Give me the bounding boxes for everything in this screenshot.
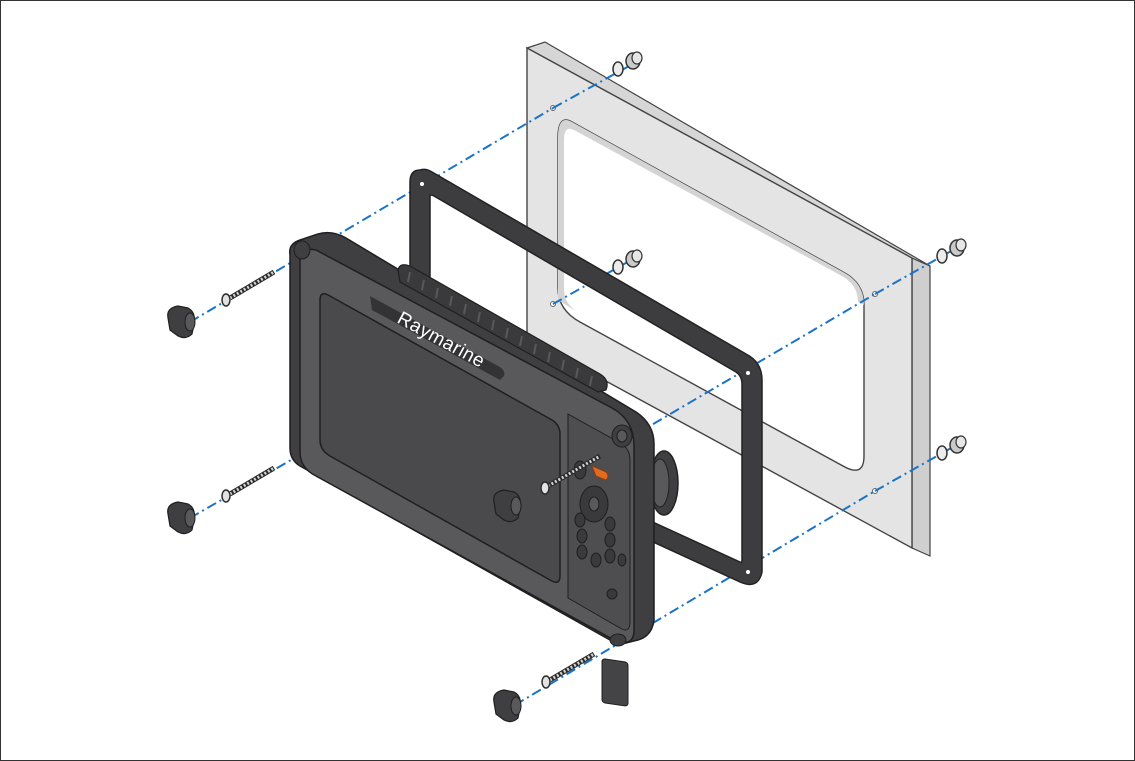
cap-bottom xyxy=(493,689,522,723)
gasket-hole xyxy=(746,570,750,574)
display-unit: Raymarine xyxy=(288,231,679,707)
gasket-hole xyxy=(746,371,750,375)
rotary-knob-icon xyxy=(649,450,679,516)
screw-caps xyxy=(167,305,522,723)
power-button-icon xyxy=(606,588,618,600)
screw-center xyxy=(540,453,602,495)
screw-bottom-left xyxy=(221,465,276,503)
guide-line-nut-top xyxy=(552,59,641,109)
orange-accent-icon xyxy=(591,465,609,481)
keypad-button xyxy=(604,532,616,548)
keypad-buttons xyxy=(573,460,629,707)
nut-top xyxy=(612,51,643,77)
mount-boss xyxy=(616,429,628,443)
cap-center xyxy=(493,489,522,523)
nut-mid xyxy=(612,249,643,275)
keypad-button xyxy=(590,552,602,568)
guide-line-bottom xyxy=(514,490,876,706)
cap-bottom-left xyxy=(167,501,196,535)
nav-pad-center xyxy=(588,496,600,512)
mount-boss xyxy=(609,633,627,647)
unit-heatsink xyxy=(397,264,608,393)
keypad-button xyxy=(574,512,586,528)
nut-bottom xyxy=(936,435,967,461)
screw-top-left xyxy=(221,269,276,307)
keypad-button xyxy=(576,544,588,560)
gasket-hole xyxy=(420,182,424,186)
panel-side-edge xyxy=(911,257,931,557)
heatsink-fins xyxy=(407,271,593,387)
keypad-button xyxy=(617,553,627,567)
screw-bottom xyxy=(541,651,596,689)
brand-strip xyxy=(370,296,505,380)
keypad-button xyxy=(576,528,588,544)
keypad-button xyxy=(604,516,616,532)
screws xyxy=(221,269,602,689)
mounting-panel xyxy=(525,41,931,557)
mount-boss xyxy=(293,240,311,260)
keypad-button xyxy=(604,548,616,564)
card-slot-door xyxy=(601,658,629,707)
nut-right xyxy=(936,238,967,264)
nut-washer-set xyxy=(612,51,967,461)
cap-top-left xyxy=(167,305,196,339)
